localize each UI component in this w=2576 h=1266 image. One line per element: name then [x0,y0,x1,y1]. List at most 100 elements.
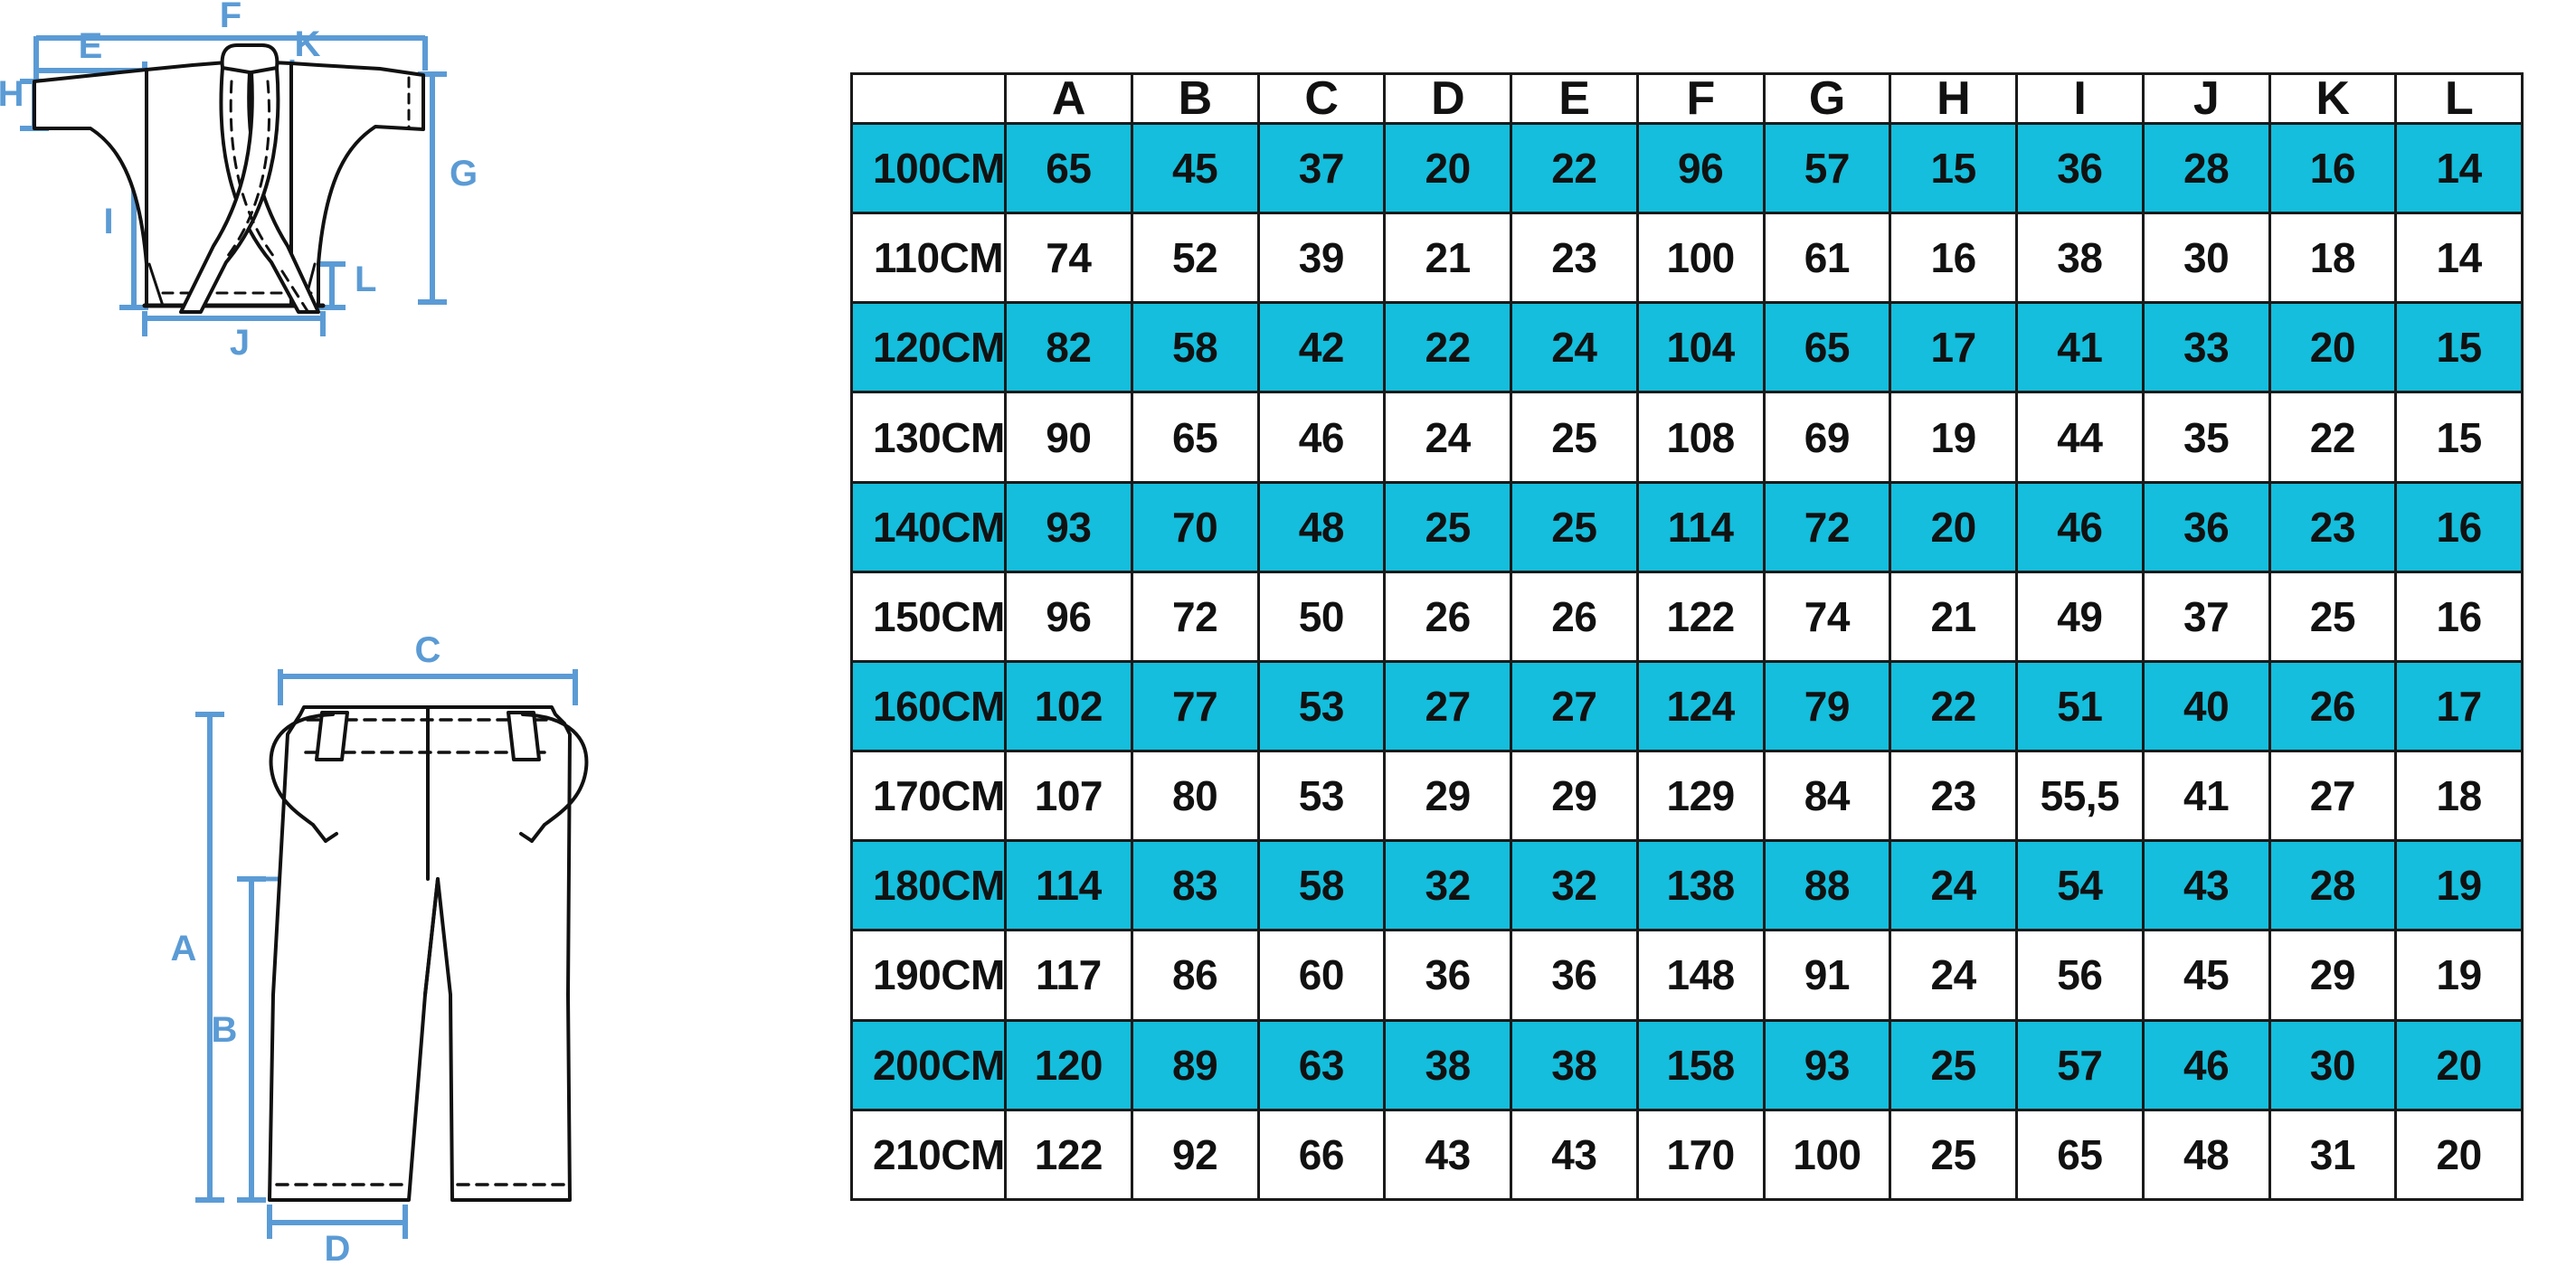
measurement-cell: 90 [1004,391,1133,484]
measurement-cell: 102 [1004,659,1133,753]
measurement-cell: 14 [2394,121,2524,215]
column-header-f: F [1635,72,1766,125]
measurement-cell: 41 [2141,750,2271,843]
measurement-cell: 43 [1510,1108,1639,1202]
column-header-d: D [1383,72,1512,125]
dimension-label-D: D [325,1229,351,1266]
measurement-cell: 35 [2141,391,2271,484]
measurement-cell: 96 [1635,121,1766,215]
measurement-cell: 19 [2394,929,2524,1022]
measurement-cell: 43 [2141,839,2271,932]
dimension-label-K: K [295,24,321,64]
measurement-cell: 28 [2141,121,2271,215]
column-header-g: G [1762,72,1892,125]
dimension-C [278,669,578,705]
measurement-cell: 117 [1004,929,1133,1022]
measurement-cell: 38 [1383,1018,1512,1111]
measurement-cell: 74 [1004,212,1133,305]
size-label-cell: 180CM [850,839,1007,932]
column-header-j: J [2141,72,2271,125]
column-header-l: L [2394,72,2524,125]
measurement-cell: 50 [1256,570,1387,663]
measurement-cell: 92 [1130,1108,1260,1202]
measurement-cell: 45 [1130,121,1260,215]
measurement-cell: 82 [1004,301,1133,394]
measurement-cell: 61 [1762,212,1892,305]
measurement-cell: 65 [1004,121,1133,215]
measurement-cell: 22 [1510,121,1639,215]
measurement-cell: 79 [1762,659,1892,753]
measurement-cell: 91 [1762,929,1892,1022]
measurement-cell: 20 [2268,301,2398,394]
measurement-cell: 20 [2394,1018,2524,1111]
measurement-cell: 27 [2268,750,2398,843]
measurement-cell: 65 [1130,391,1260,484]
measurement-cell: 18 [2394,750,2524,843]
trousers-diagram: C A B [171,630,589,1266]
measurement-cell: 72 [1762,480,1892,573]
measurement-cell: 53 [1256,750,1387,843]
measurement-cell: 54 [2015,839,2145,932]
measurement-cell: 44 [2015,391,2145,484]
measurement-cell: 15 [2394,301,2524,394]
size-label-cell: 170CM [850,750,1007,843]
measurement-cell: 30 [2268,1018,2398,1111]
measurement-cell: 41 [2015,301,2145,394]
measurement-cell: 29 [1510,750,1639,843]
measurement-cell: 53 [1256,659,1387,753]
measurement-cell: 93 [1004,480,1133,573]
dimension-label-E: E [79,26,103,66]
measurement-cell: 40 [2141,659,2271,753]
measurement-cell: 129 [1635,750,1766,843]
measurement-cell: 25 [2268,570,2398,663]
dimension-label-G: G [450,154,478,194]
measurement-cell: 57 [1762,121,1892,215]
size-label-cell: 110CM [850,212,1007,305]
measurement-cell: 69 [1762,391,1892,484]
measurement-cell: 16 [2394,570,2524,663]
jacket-diagram: F E H K [0,0,478,363]
jacket-collar [179,43,320,314]
column-header-k: K [2268,72,2398,125]
measurement-cell: 49 [2015,570,2145,663]
measurement-cell: 43 [1383,1108,1512,1202]
measurement-cell: 25 [1383,480,1512,573]
dimension-label-H: H [0,74,24,114]
measurement-cell: 46 [2141,1018,2271,1111]
measurement-cell: 158 [1635,1018,1766,1111]
measurement-cell: 107 [1004,750,1133,843]
measurement-cell: 46 [1256,391,1387,484]
measurement-cell: 108 [1635,391,1766,484]
column-header-c: C [1256,72,1387,125]
measurement-cell: 25 [1889,1108,2018,1202]
size-label-cell: 100CM [850,121,1007,215]
size-label-cell: 140CM [850,480,1007,573]
measurement-cell: 48 [2141,1108,2271,1202]
size-label-cell: 150CM [850,570,1007,663]
measurement-cell: 24 [1383,391,1512,484]
column-header-a: A [1004,72,1133,125]
measurement-cell: 28 [2268,839,2398,932]
measurement-cell: 22 [2268,391,2398,484]
measurement-cell: 70 [1130,480,1260,573]
measurement-cell: 74 [1762,570,1892,663]
measurement-cell: 24 [1510,301,1639,394]
measurement-cell: 36 [2015,121,2145,215]
dimension-label-C: C [415,630,441,670]
dimension-label-F: F [220,0,242,35]
dimension-J [142,311,326,336]
measurement-cell: 36 [1383,929,1512,1022]
measurement-cell: 60 [1256,929,1387,1022]
measurement-cell: 100 [1762,1108,1892,1202]
measurement-cell: 114 [1635,480,1766,573]
measurement-cell: 77 [1130,659,1260,753]
column-header-i: I [2015,72,2145,125]
